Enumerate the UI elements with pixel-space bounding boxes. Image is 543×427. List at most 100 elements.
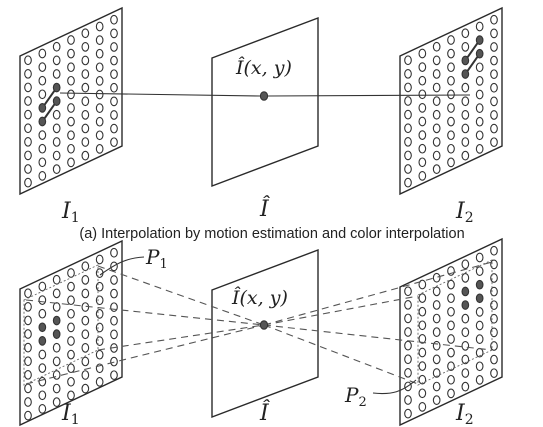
pixel-dot <box>475 334 484 344</box>
pixel-dot <box>67 336 75 346</box>
pixel-dot <box>81 28 90 39</box>
pixel-dot <box>24 315 32 326</box>
pixel-dot <box>404 82 412 93</box>
pixel-dot <box>95 377 104 387</box>
pixel-dot <box>461 69 470 79</box>
pixel-dot <box>38 336 47 346</box>
pixel-dot <box>418 157 427 168</box>
pixel-dot <box>81 137 90 147</box>
pixel-dot <box>432 82 441 93</box>
pixel-dot <box>447 320 455 331</box>
pixel-dot <box>81 150 90 161</box>
pixel-dot <box>447 388 455 399</box>
panel-a-link-left <box>59 92 262 97</box>
pixel-dot <box>447 266 455 276</box>
patch-p1-box <box>23 264 99 386</box>
pixel-dot <box>67 349 75 360</box>
pixel-dot <box>404 150 412 161</box>
pixel-dot <box>461 28 470 39</box>
pixel-dot <box>418 402 427 412</box>
pixel-dot <box>418 388 427 399</box>
pixel-dot <box>490 96 498 107</box>
pixel-dot <box>52 82 61 93</box>
pixel-dot <box>95 349 104 360</box>
pixel-dot <box>461 137 470 147</box>
pixel-dot <box>432 286 441 297</box>
pixel-dot <box>52 370 61 380</box>
pixel-dot <box>24 369 32 380</box>
pixel-dot <box>38 143 47 154</box>
panel-a-label-i2: I2 <box>455 199 474 226</box>
pixel-dot <box>81 69 90 79</box>
pixel-dot <box>67 103 75 113</box>
pixel-dot <box>418 347 427 358</box>
pixel-dot <box>52 55 61 66</box>
pixel-dot <box>461 123 470 134</box>
pixel-dot <box>447 334 455 344</box>
pixel-dot <box>24 164 32 174</box>
pixel-dot <box>404 408 412 419</box>
pixel-dot <box>24 177 32 188</box>
pixel-dot <box>490 137 498 148</box>
pixel-dot <box>95 116 104 127</box>
pixel-dot <box>52 274 61 285</box>
pixel-dot <box>447 75 455 86</box>
pixel-dot <box>38 322 47 333</box>
pixel-dot <box>81 123 90 134</box>
pixel-dot <box>475 144 484 154</box>
pixel-dot <box>447 279 455 290</box>
pixel-dot <box>432 96 441 106</box>
pixel-dot <box>461 313 470 324</box>
pixel-dot <box>475 62 484 73</box>
pixel-dot <box>461 354 470 365</box>
pixel-dot <box>432 272 441 283</box>
pixel-dot <box>447 116 455 127</box>
panel-a-point-label: Î(x, y) <box>235 56 292 79</box>
pixel-dot <box>67 390 75 401</box>
pixel-dot <box>432 109 441 120</box>
pixel-dot <box>110 288 118 299</box>
panel-a-i2-grid <box>404 14 498 188</box>
pixel-dot <box>404 299 412 310</box>
pixel-dot <box>404 327 412 337</box>
projection-line-right <box>263 324 493 351</box>
pixel-dot <box>81 55 90 66</box>
pixel-dot <box>475 130 484 141</box>
pixel-dot <box>52 342 61 353</box>
pixel-dot <box>52 164 61 174</box>
pixel-dot <box>490 354 498 365</box>
pixel-dot <box>490 368 498 379</box>
pixel-dot <box>67 157 75 168</box>
pixel-dot <box>52 69 61 79</box>
p2-label: P2 <box>344 383 367 410</box>
pixel-dot <box>110 14 118 25</box>
projection-line-left <box>97 324 265 351</box>
pixel-dot <box>490 123 498 134</box>
pixel-dot <box>81 383 90 394</box>
panel-b-center-point <box>259 320 269 330</box>
pixel-dot <box>490 14 498 25</box>
pixel-dot <box>110 42 118 52</box>
pixel-dot <box>95 21 104 32</box>
pixel-dot <box>475 103 484 113</box>
pixel-dot <box>447 62 455 73</box>
panel-a-frame-ihat <box>211 16 319 188</box>
pixel-dot <box>67 322 75 333</box>
pixel-dot <box>110 370 118 381</box>
pixel-dot <box>418 361 427 371</box>
pixel-dot <box>418 171 427 181</box>
pixel-dot <box>95 62 104 73</box>
pixel-dot <box>52 96 61 106</box>
pixel-dot <box>24 383 32 394</box>
pixel-dot <box>490 82 498 93</box>
pixel-dot <box>24 55 32 66</box>
pixel-dot <box>81 370 90 380</box>
pixel-dot <box>95 76 104 86</box>
pixel-dot <box>24 123 32 134</box>
pixel-dot <box>67 75 75 86</box>
panel-a-label-i1: I1 <box>61 199 80 226</box>
panel-b-label-ihat: Î <box>259 399 270 426</box>
pixel-dot <box>81 315 90 326</box>
panel-a: Î(x, y) I1 Î I2 (a) Interpolation by mot… <box>19 6 503 242</box>
pixel-dot <box>95 89 104 100</box>
